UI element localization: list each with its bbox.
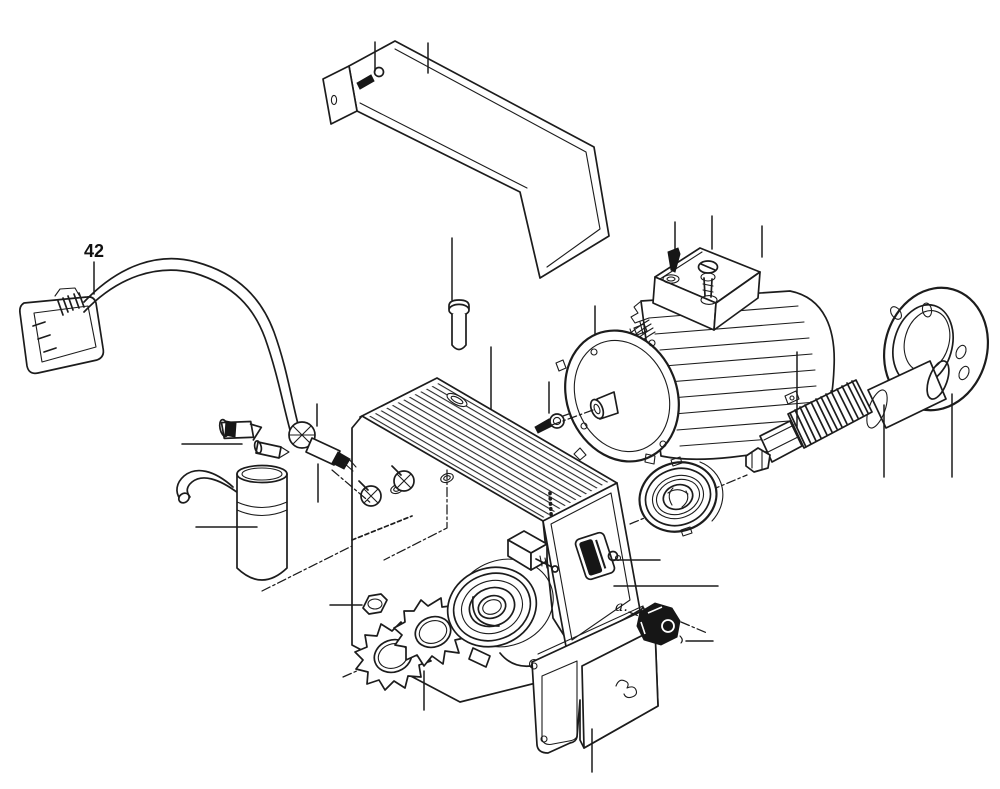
center-line: [331, 469, 373, 505]
terminal-box: [652, 247, 761, 331]
cable-outer: [83, 257, 303, 441]
cable-gland: a.: [615, 599, 714, 646]
mount-strip: [351, 515, 413, 541]
center-line: [548, 409, 594, 427]
center-line: [261, 545, 353, 592]
cable-inner: [83, 269, 294, 442]
mounting-bracket-cover: [322, 40, 610, 279]
micro-switch: [507, 530, 559, 573]
retaining-ring: [699, 461, 724, 522]
seal-ring-dark: [471, 596, 500, 627]
cylindrical-pin: [448, 237, 470, 351]
sight-valves: [358, 465, 415, 507]
impeller-blades: [667, 487, 689, 508]
gland-body: [636, 602, 681, 646]
cooling-ribs: [368, 382, 610, 519]
hose-coupler: [253, 440, 290, 459]
hose-ribs: [789, 380, 869, 448]
center-line: [680, 621, 708, 634]
canister-hose: [176, 469, 234, 500]
label-a: a.: [615, 599, 628, 615]
cable-boot: [57, 292, 85, 316]
motor-shaft-stub: [548, 391, 619, 427]
center-line: [383, 469, 448, 561]
bearing-seal-assembly: [446, 566, 538, 668]
foot-bracket-panel: [581, 628, 659, 749]
hex-plug: [329, 593, 388, 615]
valve-fitting: [288, 403, 373, 505]
bracket-screw: [356, 66, 385, 90]
inlet-fittings: [181, 403, 373, 505]
screw-large: [697, 260, 719, 305]
plug-pins: [32, 321, 57, 353]
center-line: [628, 611, 642, 618]
screw-small: [667, 247, 681, 273]
key-tab: [468, 647, 491, 668]
filter-canister-with-hose: [176, 464, 288, 581]
electric-motor: [548, 215, 836, 465]
terminal-screws: [662, 247, 719, 305]
label-42: 42: [84, 241, 104, 261]
clamp-tab: [784, 390, 800, 405]
housing-arm: [499, 652, 532, 668]
motor-front-face: [555, 323, 680, 465]
ribbed-coupling-hose: [745, 351, 953, 478]
nozzle-fitting: [218, 418, 263, 441]
panel-switch: [574, 531, 661, 581]
foot-bracket: [530, 605, 659, 773]
canister-body: [236, 473, 288, 581]
fan-cover-ring: [629, 456, 748, 537]
stamp-mark: [615, 679, 638, 699]
plug-body: [18, 296, 105, 375]
power-cable-with-plug: 42: [18, 241, 303, 442]
bracket-end-plate: [322, 65, 358, 125]
bearing-seal-set: [342, 566, 538, 711]
